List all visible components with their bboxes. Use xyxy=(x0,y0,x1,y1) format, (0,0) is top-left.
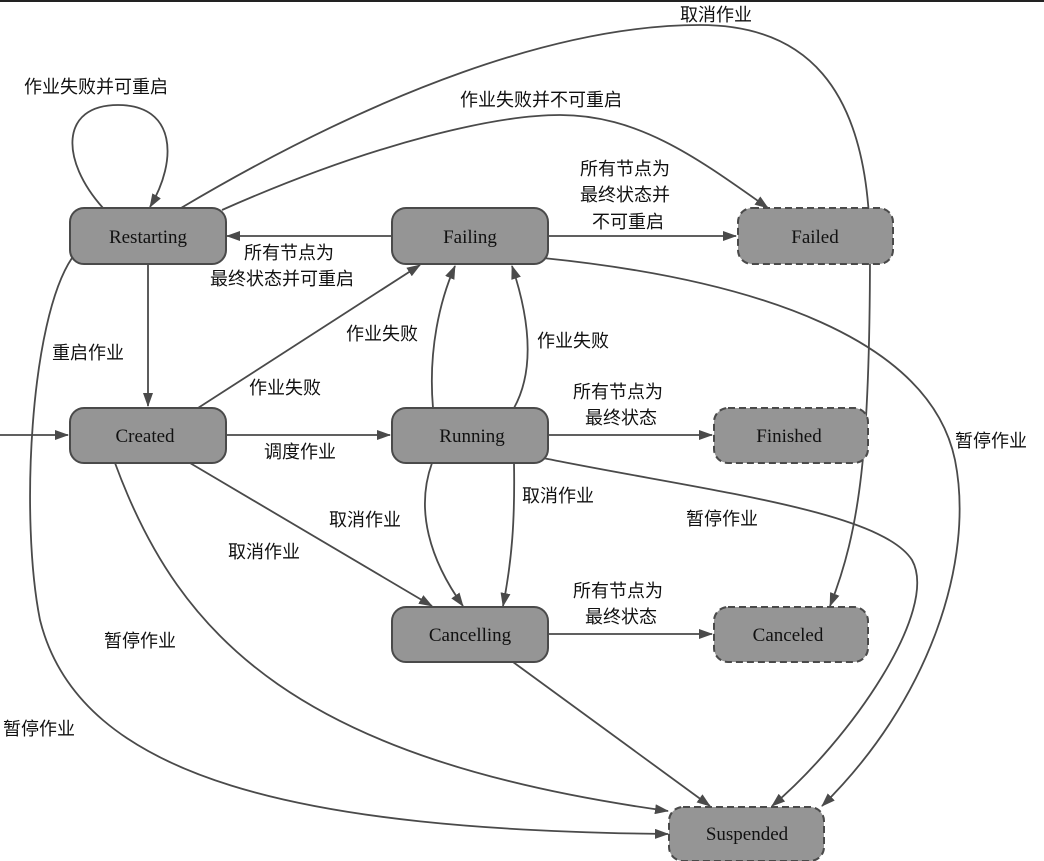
label-failing-suspended: 暂停作业 xyxy=(955,431,1027,452)
label-running-failing-a: 作业失败 xyxy=(346,324,418,345)
edge-created-cancelling xyxy=(189,462,433,607)
state-restarting-box xyxy=(69,207,227,265)
state-cancelling[interactable]: Cancelling xyxy=(391,606,549,663)
state-canceled[interactable]: Canceled xyxy=(713,606,869,663)
state-failed-label: Failed xyxy=(791,227,839,248)
label-running-failing-b: 作业失败 xyxy=(537,331,609,352)
label-cancelling-canceled-line2: 最终状态 xyxy=(585,607,657,628)
state-failed-box xyxy=(737,207,894,265)
state-created[interactable]: Created xyxy=(69,407,227,464)
edge-restarting-self xyxy=(71,104,169,209)
state-running-label: Running xyxy=(439,426,505,447)
label-failing-failed-line2: 最终状态并 xyxy=(580,185,670,206)
state-failed[interactable]: Failed xyxy=(737,207,894,265)
state-cancelling-box xyxy=(391,606,549,663)
edge-created-suspended xyxy=(114,462,669,815)
label-restarting-failed: 作业失败并不可重启 xyxy=(460,90,622,111)
label-restarting-suspended: 暂停作业 xyxy=(3,719,75,740)
label-created-cancelling: 取消作业 xyxy=(228,542,300,563)
edge-restarting-failed xyxy=(221,114,769,211)
state-suspended-box xyxy=(668,806,825,861)
edge-failing-suspended xyxy=(542,257,961,807)
label-running-cancelling-a: 取消作业 xyxy=(329,510,401,531)
edge-restarting-suspended xyxy=(29,257,669,839)
label-failing-failed-line1: 所有节点为 xyxy=(580,159,670,180)
label-running-finished-line2: 最终状态 xyxy=(585,408,657,429)
label-running-finished-line1: 所有节点为 xyxy=(573,382,663,403)
edge-restarting-canceled xyxy=(180,24,871,607)
state-canceled-label: Canceled xyxy=(753,625,824,646)
label-created-running: 调度作业 xyxy=(264,442,336,463)
state-suspended-label: Suspended xyxy=(706,824,789,845)
label-restarting-self: 作业失败并可重启 xyxy=(24,77,168,98)
top-border-rule xyxy=(0,0,1044,2)
label-failing-failed-line3: 不可重启 xyxy=(592,212,664,233)
label-failing-restarting-line2: 最终状态并可重启 xyxy=(210,269,354,290)
state-failing-label: Failing xyxy=(443,227,497,248)
state-restarting-label: Restarting xyxy=(109,227,188,248)
label-running-suspended: 暂停作业 xyxy=(686,509,758,530)
state-running[interactable]: Running xyxy=(391,407,549,464)
edge-cancelling-suspended xyxy=(512,661,711,807)
label-restarting-canceled: 取消作业 xyxy=(680,5,752,26)
state-created-box xyxy=(69,407,227,464)
state-finished-label: Finished xyxy=(756,426,822,447)
edge-running-suspended xyxy=(542,457,919,807)
edge-running-cancelling-b xyxy=(500,462,516,607)
state-restarting[interactable]: Restarting xyxy=(69,207,227,265)
label-restarting-created: 重启作业 xyxy=(52,343,124,364)
state-created-label: Created xyxy=(115,426,175,447)
label-running-cancelling-b: 取消作业 xyxy=(522,486,594,507)
label-created-failing: 作业失败 xyxy=(249,378,321,399)
state-cancelling-label: Cancelling xyxy=(429,625,512,646)
state-finished[interactable]: Finished xyxy=(713,407,869,464)
transition-labels-layer: 作业失败并可重启 取消作业 作业失败并不可重启 所有节点为 最终状态并 不可重启… xyxy=(3,5,1027,740)
label-failing-restarting-line1: 所有节点为 xyxy=(244,243,334,264)
edge-running-failing-a xyxy=(430,265,456,409)
state-failing-box xyxy=(391,207,549,265)
label-created-suspended: 暂停作业 xyxy=(104,631,176,652)
state-suspended[interactable]: Suspended xyxy=(668,806,825,861)
state-failing[interactable]: Failing xyxy=(391,207,549,265)
edge-created-failing xyxy=(197,264,421,409)
state-finished-box xyxy=(713,407,869,464)
state-running-box xyxy=(391,407,549,464)
label-cancelling-canceled-line1: 所有节点为 xyxy=(573,581,663,602)
states-layer: Restarting Failing Failed Created Runnin… xyxy=(69,207,894,861)
edge-running-cancelling-a xyxy=(424,462,464,607)
state-canceled-box xyxy=(713,606,869,663)
edge-running-failing-b xyxy=(511,265,529,409)
transitions-layer xyxy=(0,24,961,839)
